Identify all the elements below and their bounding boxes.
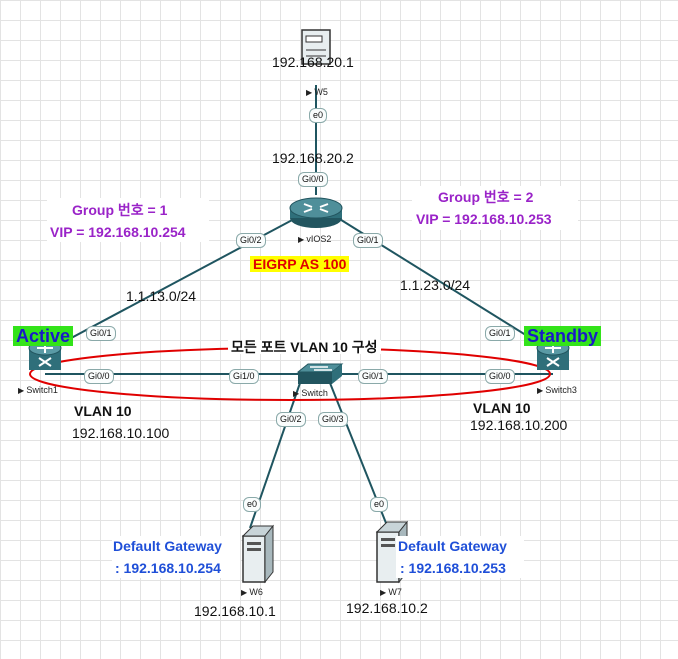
w6-ip: 192.168.10.1 [194,603,276,619]
w5-name: W5 [306,88,328,97]
port-core-gi02: Gi0/2 [276,412,306,427]
gw-w7-box [396,536,524,578]
w7-gateway-ip: : 192.168.10.253 [400,560,506,576]
w5-ip: 192.168.20.1 [272,54,354,70]
switch3-ip: 192.168.10.200 [470,417,568,433]
port-switch3-gi00: Gi0/0 [485,369,515,384]
router-ip: 192.168.20.2 [272,150,354,166]
port-switch1-gi00: Gi0/0 [84,369,114,384]
router-icon[interactable] [289,197,343,228]
w7-gateway-title: Default Gateway [398,538,507,554]
port-router-gi02: Gi0/2 [236,233,266,248]
port-core-gi01: Gi0/1 [358,369,388,384]
port-switch1-gi01: Gi0/1 [86,326,116,341]
port-w7-e0: e0 [370,497,389,512]
switch1-name: Switch1 [18,386,58,395]
eigrp-label: EIGRP AS 100 [250,256,350,272]
w7-ip: 192.168.10.2 [346,600,428,616]
group1-vip: VIP = 192.168.10.254 [50,224,186,240]
port-core-gi10: Gi1/0 [229,369,259,384]
group1-number: Group 번호 = 1 [72,202,168,218]
switch1-vlan: VLAN 10 [74,403,132,419]
w6-name: W6 [241,588,263,597]
core-switch-name: Switch [293,389,328,398]
pc-tower-icon[interactable] [241,524,275,584]
w6-gateway-ip: : 192.168.10.254 [115,560,221,576]
port-core-gi03: Gi0/3 [318,412,348,427]
switch3-name: Switch3 [537,386,577,395]
switch-icon[interactable] [296,363,344,384]
right-subnet: 1.1.23.0/24 [400,277,471,293]
port-router-gi00: Gi0/0 [298,172,328,187]
port-switch3-gi01: Gi0/1 [485,326,515,341]
switch1-ip: 192.168.10.100 [72,425,170,441]
left-subnet: 1.1.13.0/24 [126,288,197,304]
switch3-state-badge: Standby [524,326,602,346]
router-name: vIOS2 [298,235,331,244]
port-w6-e0: e0 [243,497,262,512]
group2-number: Group 번호 = 2 [438,189,534,205]
port-w5-e0: e0 [309,108,328,123]
group2-vip: VIP = 192.168.10.253 [416,211,552,227]
ring-label: 모든 포트 VLAN 10 구성 [228,340,381,354]
switch3-vlan: VLAN 10 [473,400,531,416]
group1-box [47,198,209,242]
switch1-state-badge: Active [13,326,74,346]
w6-gateway-title: Default Gateway [113,538,222,554]
group2-box [412,186,578,230]
port-router-gi01: Gi0/1 [353,233,383,248]
gw-w6-box [112,536,240,578]
server-icon[interactable] [301,29,331,65]
w7-name: W7 [380,588,402,597]
